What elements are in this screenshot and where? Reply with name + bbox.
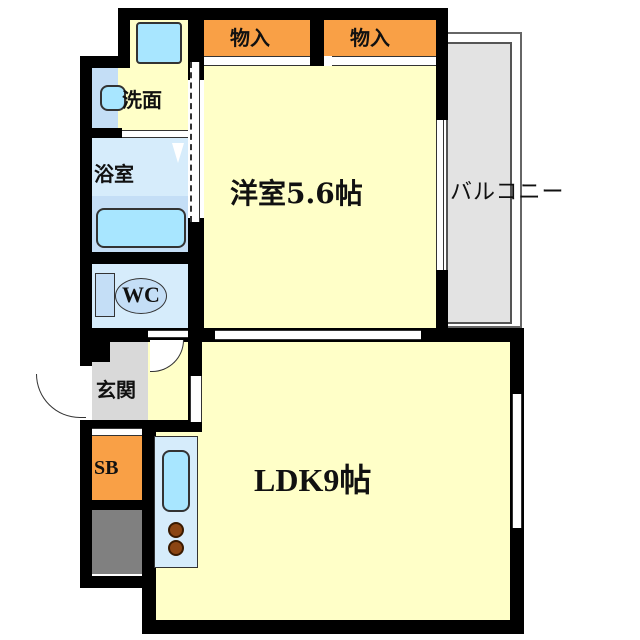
closet-sliding-door-1[interactable] xyxy=(204,56,310,66)
storage-closet-1-label: 物入 xyxy=(230,26,270,50)
kitchen-sink-icon xyxy=(162,450,190,512)
washroom-door[interactable] xyxy=(122,130,188,138)
western-room-label: 洋室5.6帖 xyxy=(230,177,363,210)
western-room: 洋室5.6帖 xyxy=(204,66,436,328)
washbasin-icon xyxy=(100,85,126,111)
wall-wet-divider-lower xyxy=(188,218,204,338)
stove-burner-2-icon xyxy=(168,540,184,556)
washing-machine-pan-icon xyxy=(136,22,182,64)
toilet-door[interactable] xyxy=(148,330,188,338)
toilet-tank xyxy=(95,273,115,317)
wall-shoebox-bottom xyxy=(80,500,142,510)
stove-burner-1-icon xyxy=(168,522,184,538)
wall-left-top xyxy=(80,56,130,68)
toilet-label: WC xyxy=(122,282,160,307)
bathroom-door-icon[interactable] xyxy=(172,143,184,163)
wall-left-top-notch xyxy=(118,8,130,64)
storage-closet-1: 物入 xyxy=(204,20,310,56)
bathtub-icon xyxy=(96,208,186,248)
shoe-box-door[interactable] xyxy=(92,428,142,436)
balcony xyxy=(446,42,512,324)
wall-balcony-lower xyxy=(436,270,448,340)
wall-kitchen-left xyxy=(142,420,156,634)
shoe-box: SB xyxy=(92,436,142,500)
wall-bath-toilet xyxy=(80,252,200,264)
ldk-door-frame[interactable] xyxy=(190,376,202,422)
wall-storage-divider xyxy=(310,8,324,68)
wall-right-upper xyxy=(436,8,448,120)
entrance-front-door[interactable] xyxy=(36,374,86,418)
wall-entrance-notch xyxy=(80,338,110,362)
wall-top-block xyxy=(118,8,448,20)
wall-bottom-left xyxy=(80,576,154,588)
ldk-room-label: LDK9帖 xyxy=(254,462,372,498)
utility-space xyxy=(92,510,142,574)
storage-closet-2: 物入 xyxy=(324,20,436,56)
closet-sliding-door-2[interactable] xyxy=(332,56,436,66)
balcony-label: バルコニー xyxy=(450,180,565,205)
room-divider-sliding-door[interactable] xyxy=(215,330,421,340)
wall-left-outer xyxy=(80,56,92,366)
wall-bottom xyxy=(142,620,524,634)
western-room-sliding-door[interactable] xyxy=(190,62,200,222)
storage-closet-2-label: 物入 xyxy=(350,26,390,50)
washroom-label: 洗面 xyxy=(122,88,162,112)
ldk-room: LDK9帖 xyxy=(202,342,510,620)
entrance-label: 玄関 xyxy=(96,378,136,402)
ldk-window[interactable] xyxy=(512,394,522,528)
bathroom-label: 浴室 xyxy=(94,162,134,186)
shoe-box-label: SB xyxy=(94,457,119,479)
wall-washroom-bottom xyxy=(80,128,122,138)
balcony-window[interactable] xyxy=(436,120,444,270)
toilet-bowl xyxy=(115,278,167,314)
